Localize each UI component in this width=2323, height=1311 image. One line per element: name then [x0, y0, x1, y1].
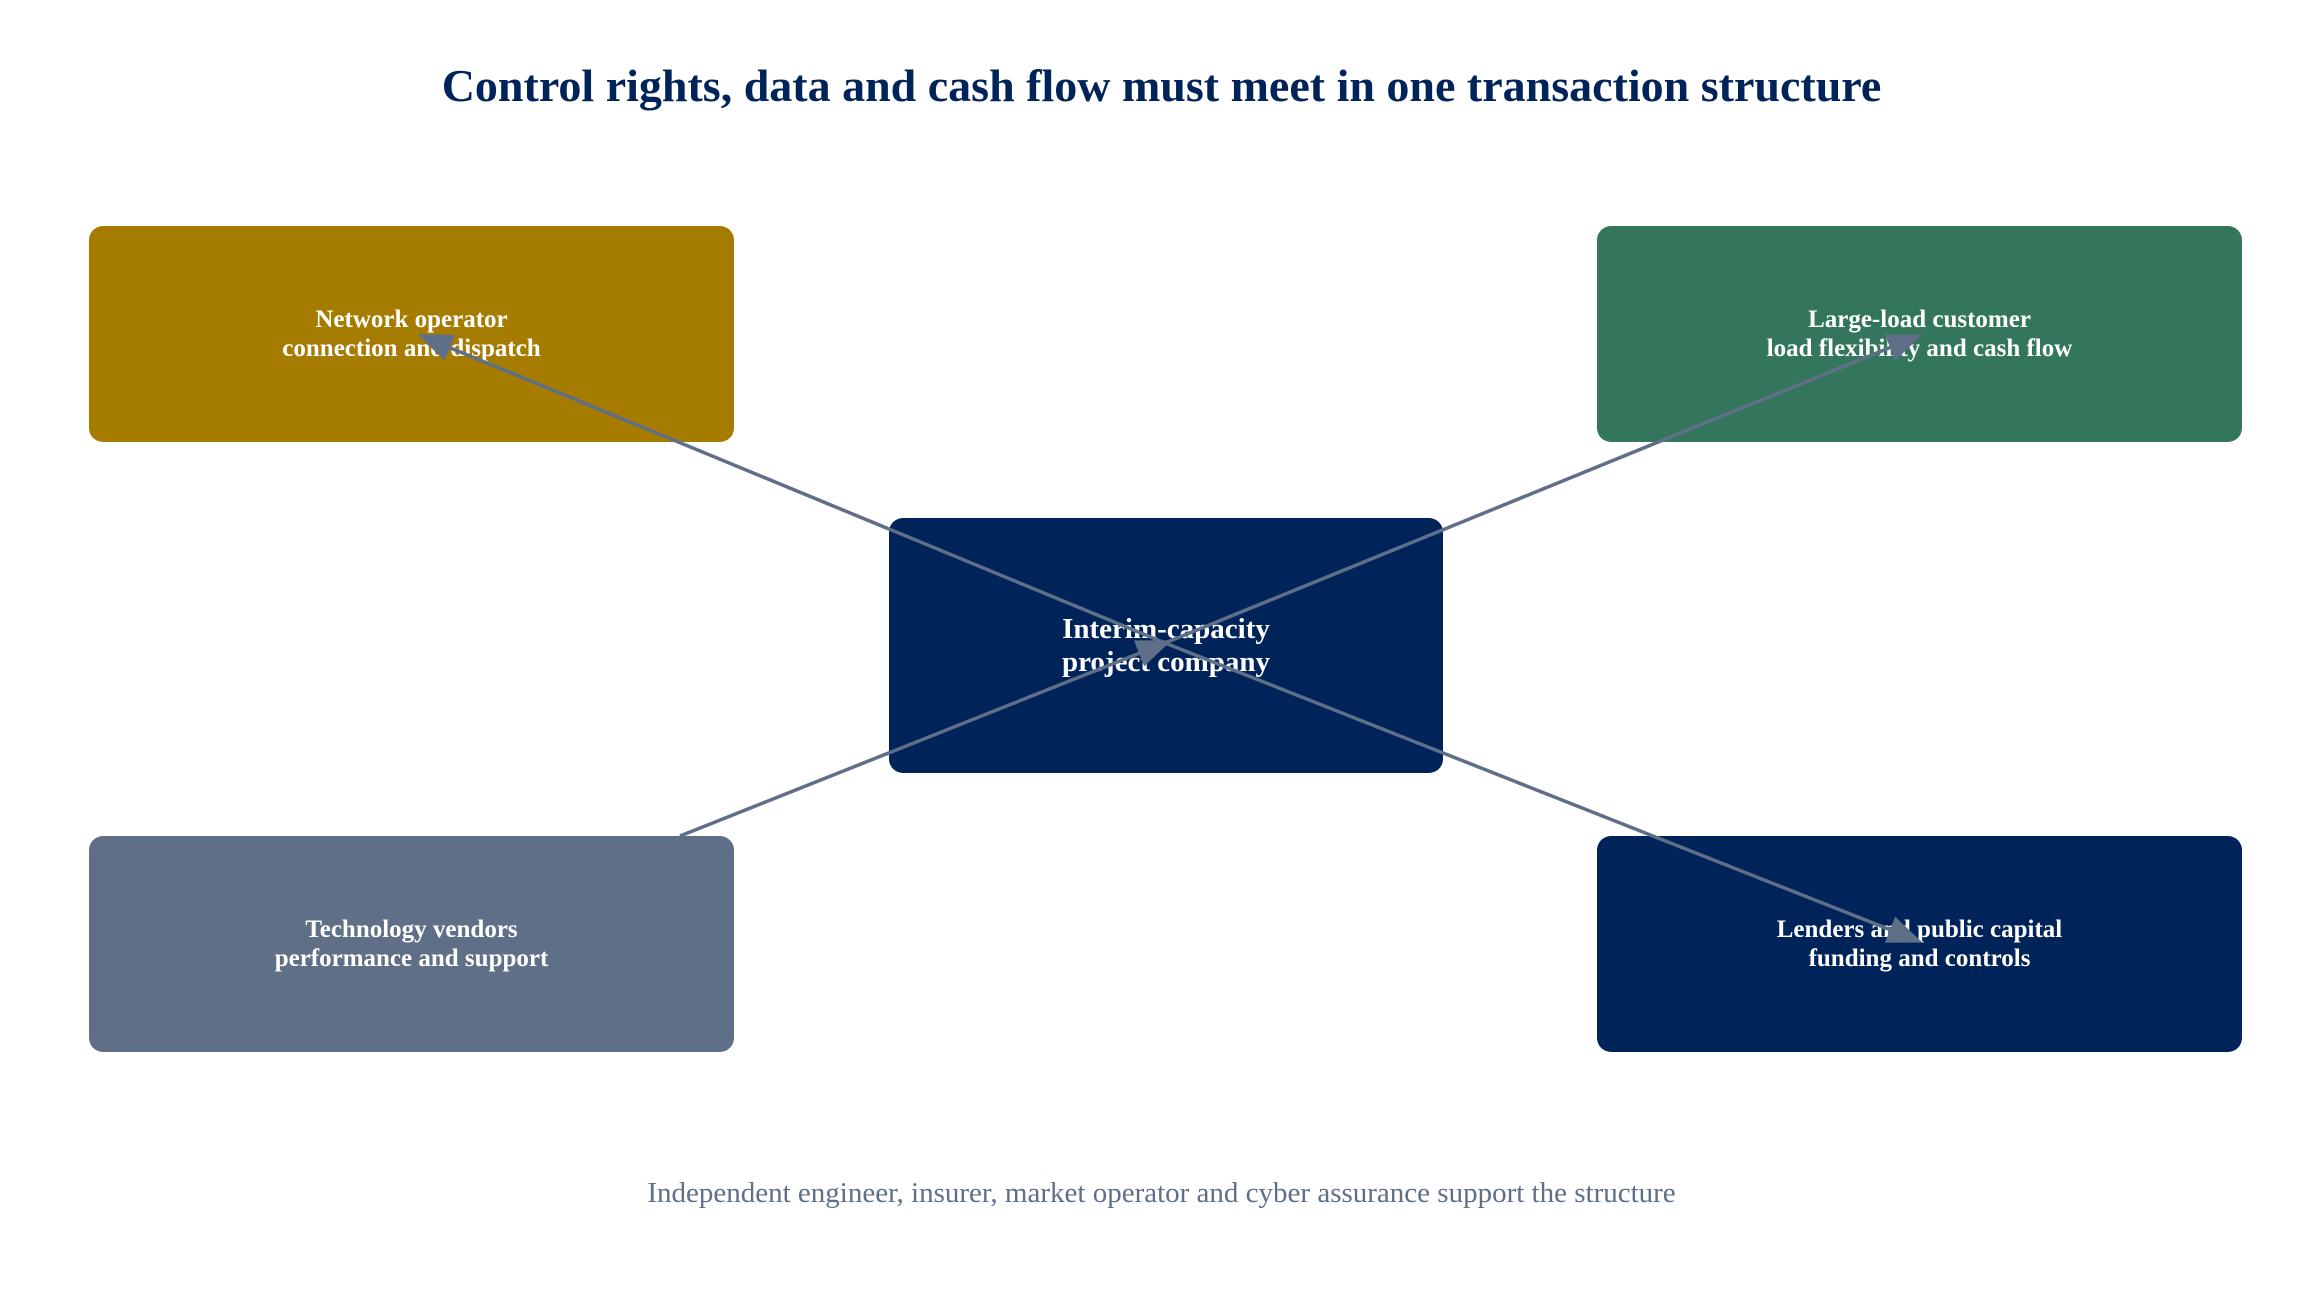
- node-network-operator-line1: Network operator: [315, 306, 508, 333]
- node-technology-vendors-line1: Technology vendors: [305, 916, 518, 943]
- node-large-load-customer-line1: Large-load customer: [1808, 306, 2031, 333]
- node-network-operator: Network operator connection and dispatch: [89, 226, 734, 442]
- node-project-company: Interim-capacity project company: [889, 518, 1443, 773]
- node-large-load-customer-line2: load flexibility and cash flow: [1766, 335, 2073, 362]
- node-lenders-public-capital: Lenders and public capital funding and c…: [1597, 836, 2242, 1052]
- node-lenders-public-capital-line2: funding and controls: [1808, 945, 2031, 972]
- node-project-company-line2: project company: [1061, 645, 1271, 678]
- node-lenders-public-capital-line1: Lenders and public capital: [1776, 916, 2063, 943]
- node-technology-vendors: Technology vendors performance and suppo…: [89, 836, 734, 1052]
- node-technology-vendors-line2: performance and support: [274, 945, 549, 972]
- node-project-company-line1: Interim-capacity: [1062, 612, 1270, 645]
- diagram-title: Control rights, data and cash flow must …: [441, 60, 1882, 111]
- node-network-operator-line2: connection and dispatch: [282, 335, 541, 362]
- node-large-load-customer: Large-load customer load flexibility and…: [1597, 226, 2242, 442]
- footer-note: Independent engineer, insurer, market op…: [647, 1177, 1676, 1209]
